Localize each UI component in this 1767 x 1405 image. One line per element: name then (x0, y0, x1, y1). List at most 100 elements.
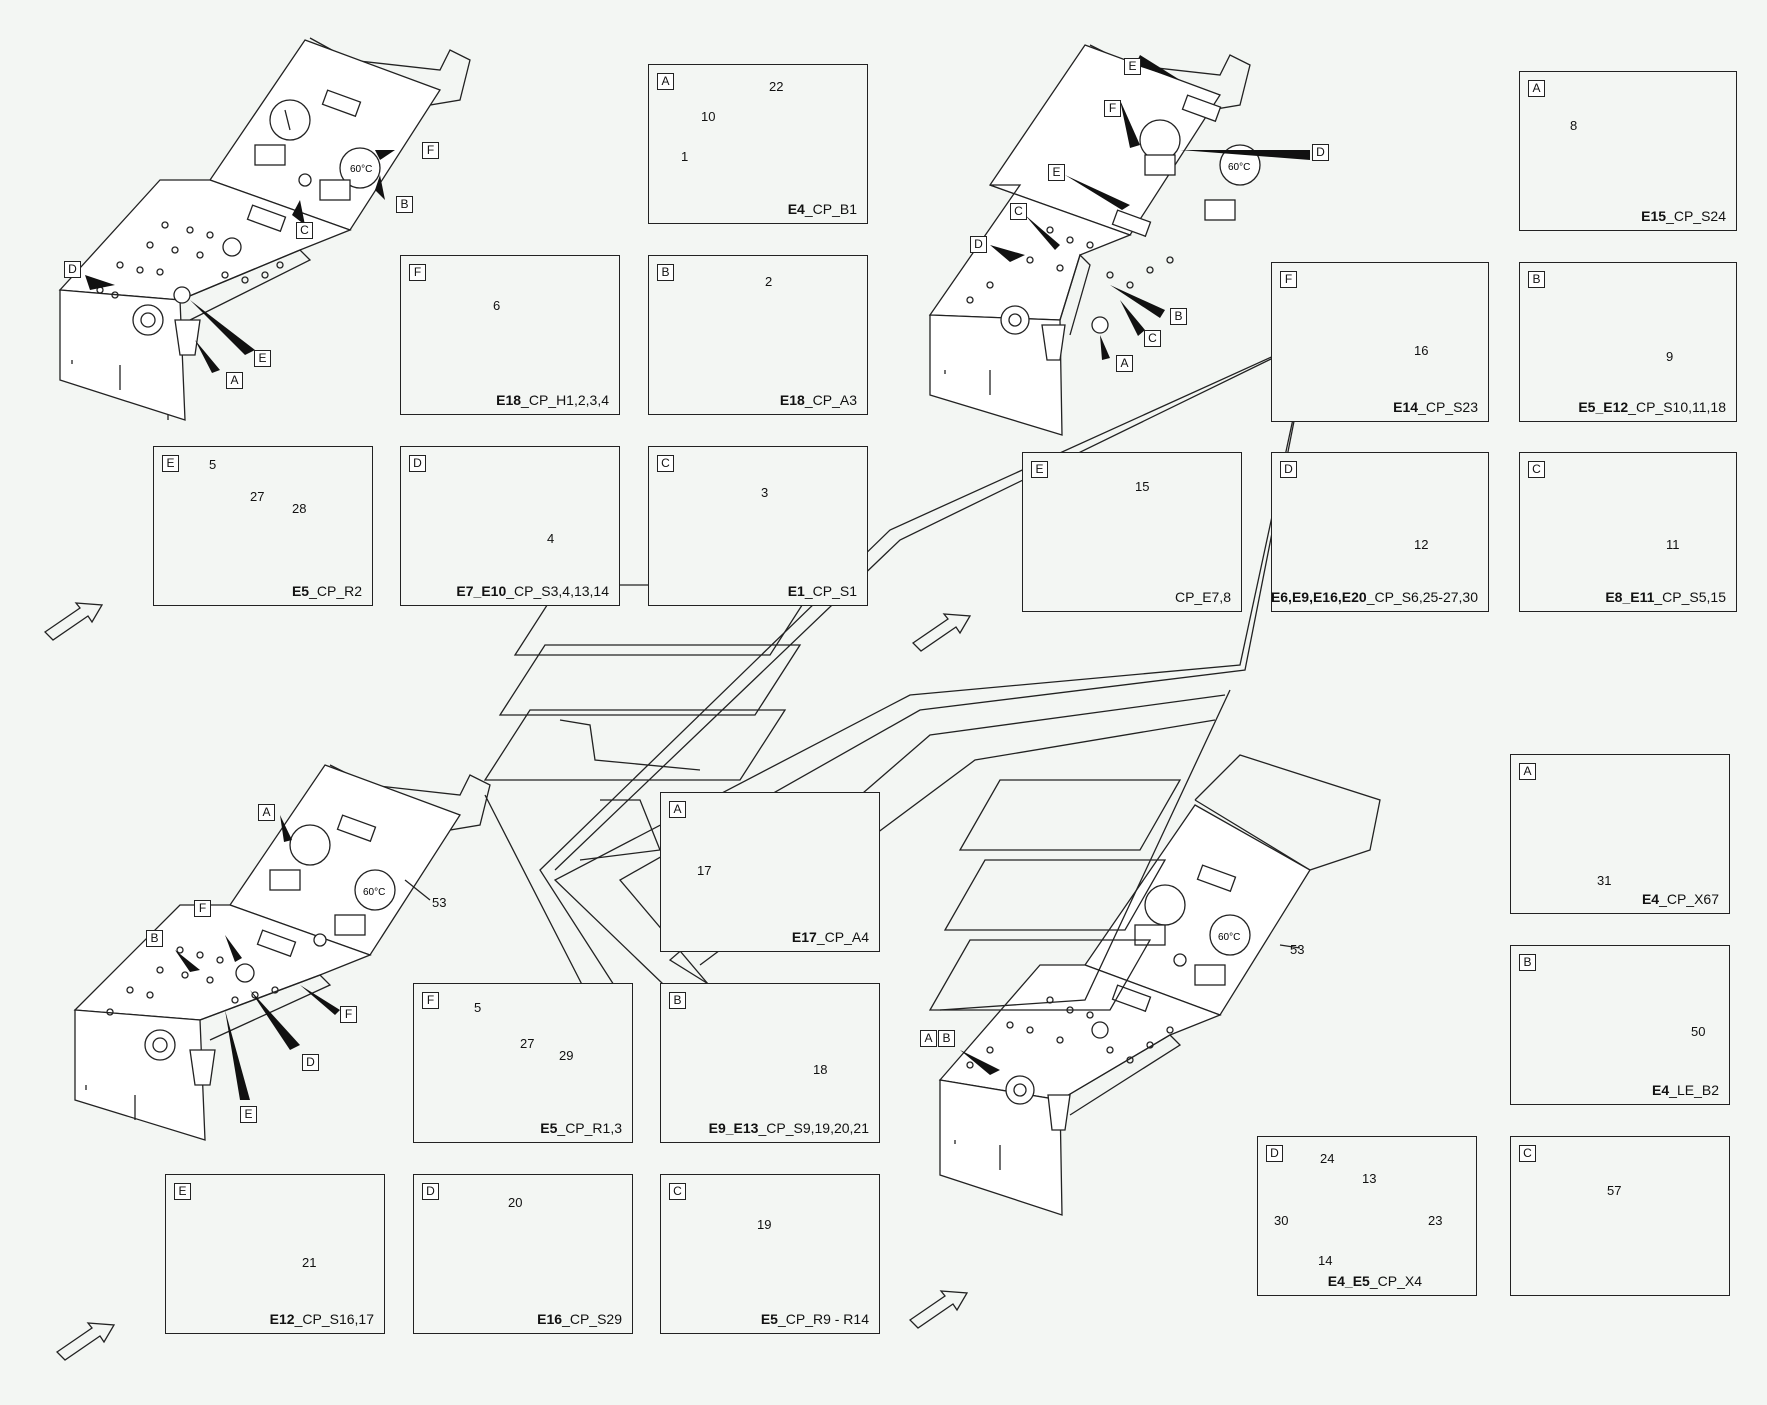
panel-tag: B (396, 196, 413, 213)
box-letter: F (1280, 271, 1297, 288)
callout-number: 14 (1318, 1253, 1333, 1268)
box-letter: D (1266, 1145, 1283, 1162)
callout-number: 28 (292, 501, 307, 516)
callout-number: 50 (1691, 1024, 1706, 1039)
detail-box-e17-cp-a4: A 17 E17_CP_A4 (660, 792, 880, 952)
detail-box-e15-cp-s24: A 8 E15_CP_S24 (1519, 71, 1737, 231)
detail-box-e12-cp-s16-17: E 21 E12_CP_S16,17 (165, 1174, 385, 1334)
panel-tag: E (1124, 58, 1141, 75)
box-letter: E (162, 455, 179, 472)
panel-tag: C (296, 222, 313, 239)
part-number-53: 53 (1290, 942, 1305, 957)
callout-number: 30 (1274, 1213, 1289, 1228)
control-panel-4: 60°C (938, 754, 1381, 1216)
box-caption: E1_CP_S1 (787, 583, 857, 599)
box-letter: B (1528, 271, 1545, 288)
callout-number: 16 (1414, 343, 1429, 358)
callout-number: 10 (701, 109, 716, 124)
box-caption: E4_E5_CP_X4 (1327, 1273, 1422, 1289)
panel-tag: A (1116, 355, 1133, 372)
callout-number: 18 (813, 1062, 828, 1077)
panel-tag: A (920, 1030, 937, 1047)
box-caption: E6,E9,E16,E20_CP_S6,25-27,30 (1270, 589, 1478, 605)
callout-number: 4 (547, 531, 555, 546)
box-caption: E7_E10_CP_S3,4,13,14 (456, 583, 609, 599)
detail-box-cp-e7-8: E 15 CP_E7,8 (1022, 452, 1242, 612)
panel-tag: F (1104, 100, 1121, 117)
callout-number: 5 (474, 1000, 482, 1015)
callout-number: 27 (250, 489, 265, 504)
panel-tag: B (938, 1030, 955, 1047)
panel-tag: D (64, 261, 81, 278)
box-letter: E (1031, 461, 1048, 478)
panel-tag: F (422, 142, 439, 159)
panel-tag: C (1144, 330, 1161, 347)
callout-number: 1 (681, 149, 689, 164)
detail-box-e1-cp-s1: C 3 E1_CP_S1 (648, 446, 868, 606)
panel-tag: B (146, 930, 163, 947)
callout-number: 11 (1666, 537, 1680, 552)
box-letter: C (669, 1183, 686, 1200)
panel1-gauge-text: 60°C (350, 164, 372, 175)
panel-tag: D (970, 236, 987, 253)
detail-box-e18-cp-h: F 6 E18_CP_H1,2,3,4 (400, 255, 620, 415)
detail-box-e14-cp-s23: F 16 E14_CP_S23 (1271, 262, 1489, 422)
box-caption: E5_CP_R9 - R14 (760, 1311, 869, 1327)
panel-tag: E (1048, 164, 1065, 181)
detail-box-e6-e20-cp-s: D 12 E6,E9,E16,E20_CP_S6,25-27,30 (1271, 452, 1489, 612)
box-caption: E5_CP_R2 (291, 583, 362, 599)
box-letter: F (409, 264, 426, 281)
box-caption: E16_CP_S29 (537, 1311, 622, 1327)
callout-number: 2 (765, 274, 773, 289)
callout-number: 6 (493, 298, 501, 313)
callout-number: 23 (1428, 1213, 1443, 1228)
callout-number: 3 (761, 485, 769, 500)
box-letter: D (1280, 461, 1297, 478)
box-caption: E17_CP_A4 (791, 929, 869, 945)
panel-tag: C (1010, 203, 1027, 220)
detail-box-e5-cp-r1-3: F 5 27 29 E5_CP_R1,3 (413, 983, 633, 1143)
detail-box-e16-cp-s29: D 20 E16_CP_S29 (413, 1174, 633, 1334)
callout-number: 13 (1362, 1171, 1377, 1186)
box-caption: E18_CP_A3 (779, 392, 857, 408)
detail-box-e18-cp-a3: B 2 E18_CP_A3 (648, 255, 868, 415)
box-letter: A (1519, 763, 1536, 780)
callout-number: 8 (1570, 118, 1578, 133)
detail-box-e7-e10-cp-s: D 4 E7_E10_CP_S3,4,13,14 (400, 446, 620, 606)
callout-number: 20 (508, 1195, 523, 1210)
box-letter: A (669, 801, 686, 818)
callout-number: 21 (302, 1255, 317, 1270)
detail-box-e4-cp-b1: A 22 10 1 E4_CP_B1 (648, 64, 868, 224)
detail-box-c-tie-mount: C 57 (1510, 1136, 1730, 1296)
callout-number: 31 (1597, 873, 1612, 888)
box-letter: B (669, 992, 686, 1009)
panel3-gauge-text: 60°C (363, 887, 385, 898)
callout-number: 29 (559, 1048, 574, 1063)
control-panel-3: 60°C (73, 764, 491, 1141)
callout-number: 24 (1320, 1151, 1335, 1166)
box-letter: C (1519, 1145, 1536, 1162)
box-caption: E5_CP_R1,3 (540, 1120, 622, 1136)
box-letter: F (422, 992, 439, 1009)
panel4-gauge-text: 60°C (1218, 932, 1240, 943)
panel2-gauge-text: 60°C (1228, 162, 1250, 173)
panel-tag: F (194, 900, 211, 917)
box-letter: D (422, 1183, 439, 1200)
panel-tag: E (254, 350, 271, 367)
callout-number: 15 (1135, 479, 1150, 494)
detail-box-e8-e11-cp-s: C 11 E8_E11_CP_S5,15 (1519, 452, 1737, 612)
detail-box-e4-cp-x67: A 31 E4_CP_X67 (1510, 754, 1730, 914)
callout-number: 19 (757, 1217, 772, 1232)
detail-box-e5-cp-r9-r14: C 19 E5_CP_R9 - R14 (660, 1174, 880, 1334)
control-panel-1: 60°C (58, 37, 471, 421)
panel-tag: E (240, 1106, 257, 1123)
box-letter: E (174, 1183, 191, 1200)
box-caption: CP_E7,8 (1174, 589, 1231, 605)
box-letter: C (1528, 461, 1545, 478)
callout-number: 27 (520, 1036, 535, 1051)
box-letter: B (657, 264, 674, 281)
callout-number: 17 (697, 863, 712, 878)
box-caption: E5_E12_CP_S10,11,18 (1578, 399, 1726, 415)
panel-tag: B (1170, 308, 1187, 325)
panel-tag: D (1312, 144, 1329, 161)
